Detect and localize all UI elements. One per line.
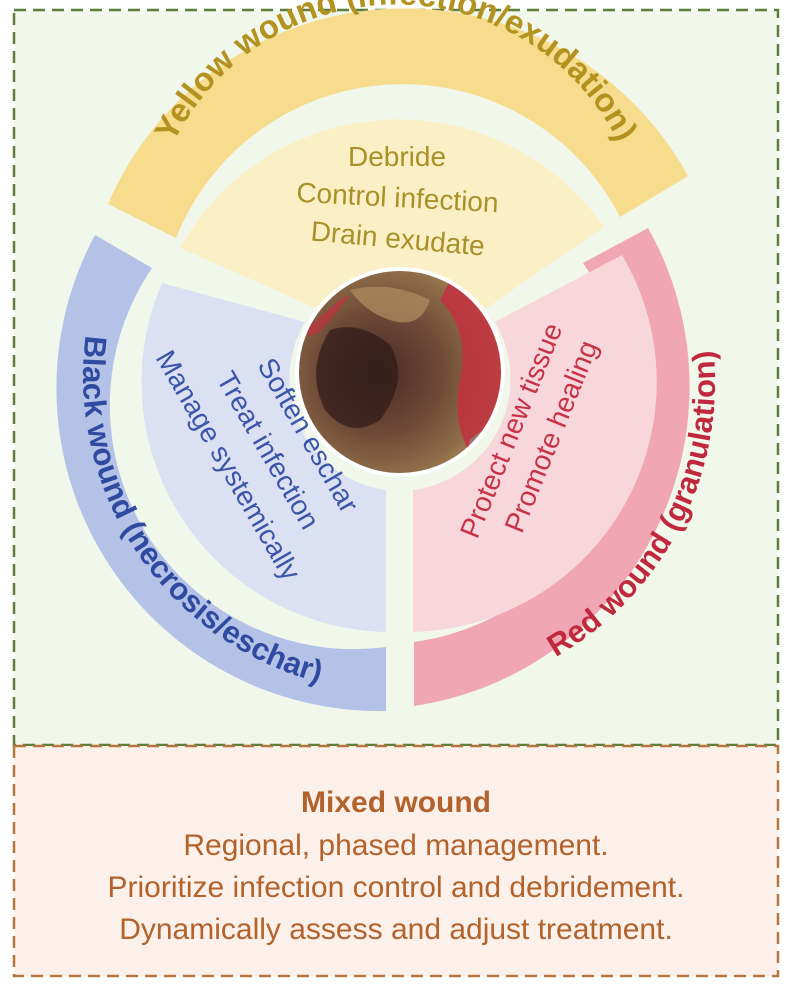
black-inner-segment: [141, 283, 386, 632]
mixed-wound-line-2: Prioritize infection control and debride…: [108, 871, 685, 904]
yellow-outer-ring: [108, 8, 688, 238]
black-outer-ring: [56, 235, 386, 712]
mixed-wound-line-1: Regional, phased management.: [183, 829, 608, 862]
mixed-wound-box: [12, 744, 780, 978]
mixed-wound-text: Mixed wound Regional, phased management.…: [108, 786, 685, 946]
mixed-wound-line-3: Dynamically assess and adjust treatment.: [119, 913, 673, 946]
mixed-wound-title: Mixed wound: [301, 786, 491, 819]
red-inner-segment: [413, 255, 657, 632]
yellow-actions: Debride Control infection Drain exudate: [296, 141, 500, 262]
yellow-action-1: Debride: [348, 141, 446, 172]
yellow-inner-segment: [180, 119, 604, 309]
